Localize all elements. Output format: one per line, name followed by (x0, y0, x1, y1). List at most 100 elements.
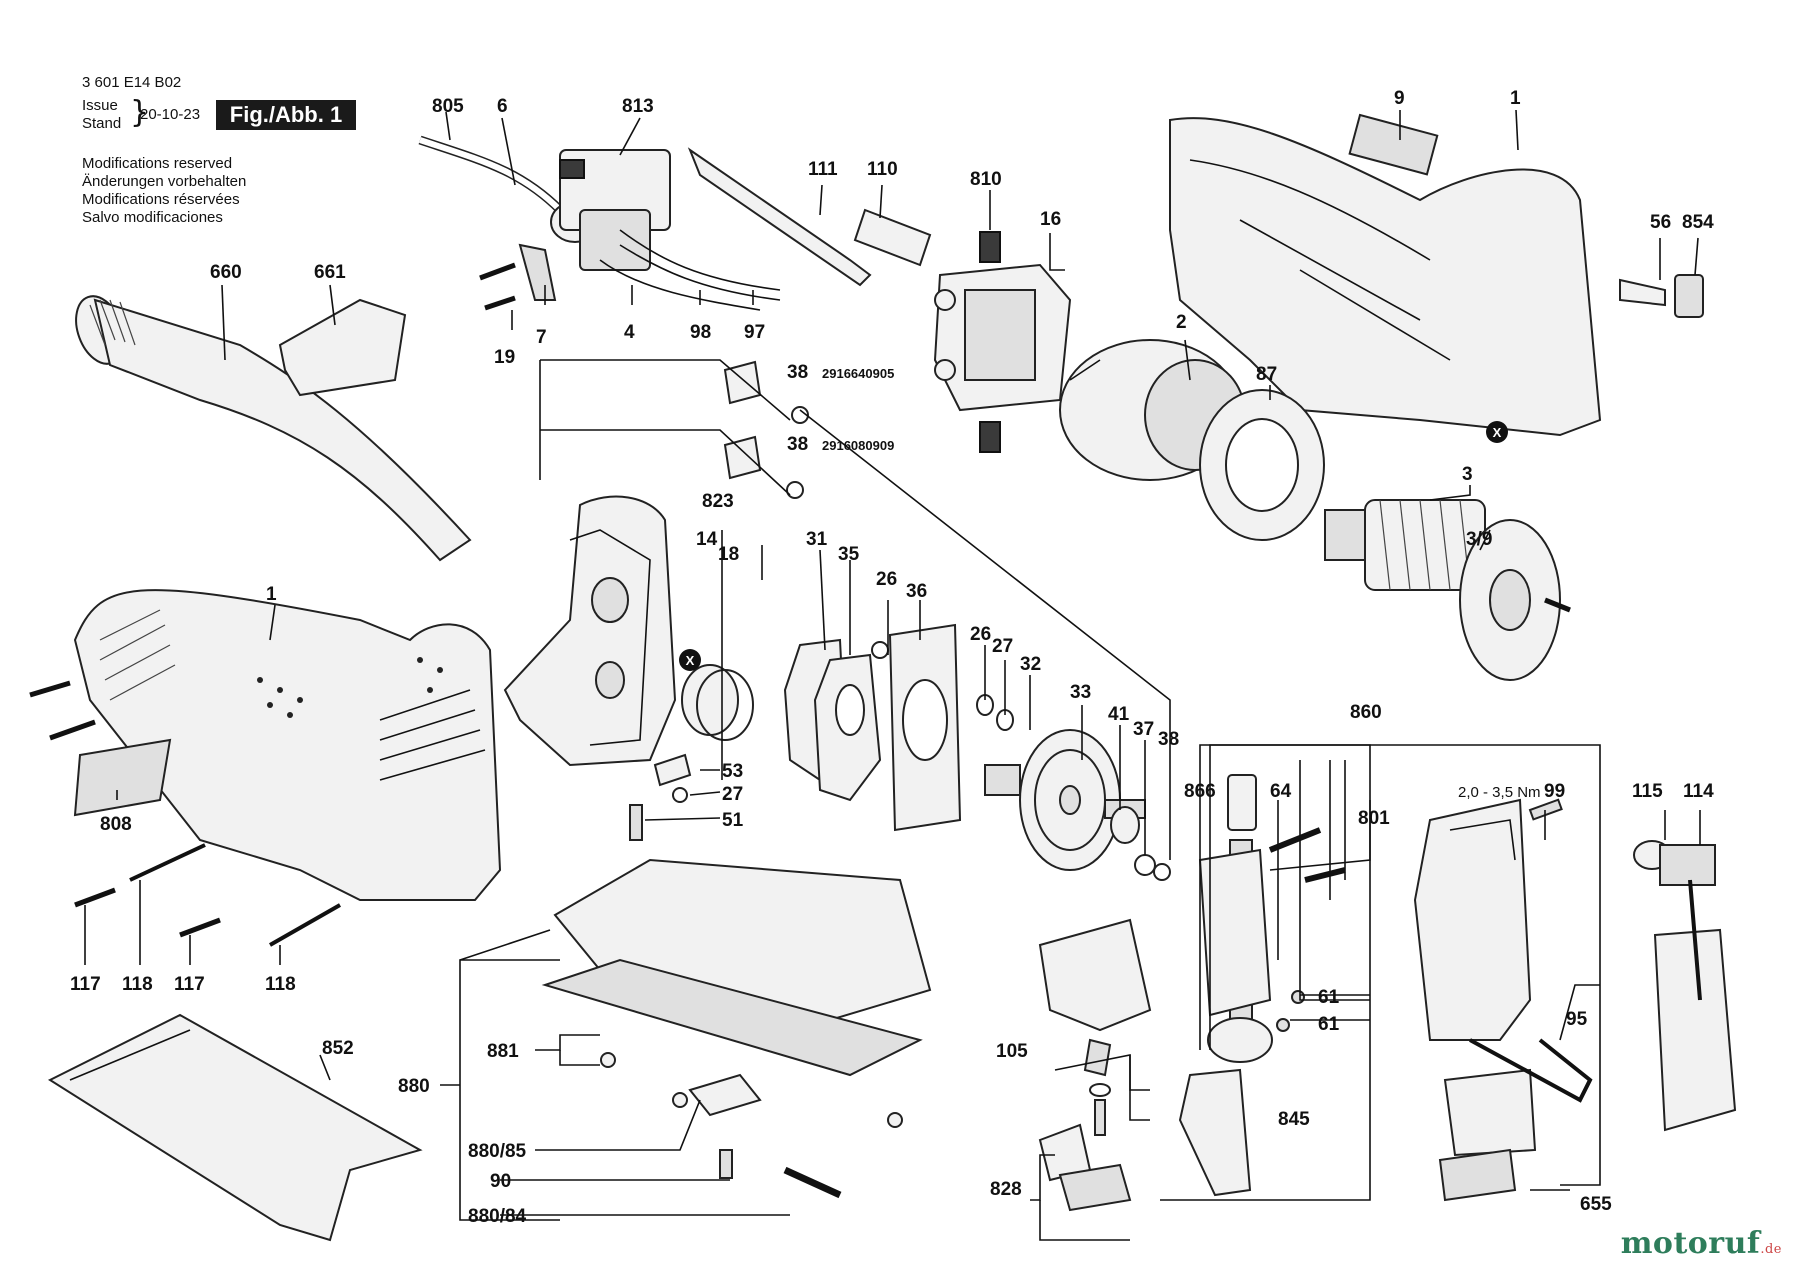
svg-text:X: X (1493, 425, 1502, 440)
suction-nozzle (75, 295, 472, 562)
lever-56-854 (1619, 274, 1704, 318)
callout-14: 14 (696, 529, 718, 550)
callout-56: 56 (1650, 212, 1671, 233)
part-number-38b: 2916080909 (822, 438, 894, 453)
callout-27b: 27 (722, 784, 743, 805)
callout-880: 880 (398, 1076, 430, 1097)
part-number-38a: 2916640905 (822, 366, 894, 381)
callout-87: 87 (1256, 364, 1277, 385)
gear-cover (1413, 798, 1563, 1041)
callout-2: 2 (1176, 312, 1187, 333)
callout-90: 90 (490, 1171, 511, 1192)
callout-828: 828 (990, 1179, 1022, 1200)
bearing-14-18 (681, 664, 754, 741)
callout-7: 7 (536, 327, 547, 348)
callout-38a: 38 (787, 362, 808, 383)
callout-813: 813 (622, 96, 654, 117)
guide-36 (871, 623, 962, 832)
modifications-notice: Modifications reserved Änderungen vorbeh… (82, 155, 246, 227)
carbon-brushes (979, 231, 1001, 453)
watermark-suffix: .de (1760, 1242, 1782, 1257)
callout-95: 95 (1566, 1009, 1588, 1030)
model-code: 3 601 E14 B02 (82, 74, 182, 91)
figure-badge: Fig./Abb. 1 (216, 100, 356, 130)
leader-lines (84, 109, 1701, 1241)
small-screws-61 (1276, 990, 1305, 1032)
callout-19: 19 (494, 347, 515, 368)
callout-105: 105 (996, 1041, 1028, 1062)
callout-99: 99 (1544, 781, 1565, 802)
callout-117a: 117 (70, 974, 101, 995)
screws-19 (479, 243, 557, 311)
callout-3-9: 3/9 (1466, 529, 1492, 550)
callout-118a: 118 (122, 974, 153, 995)
callout-35: 35 (838, 544, 860, 565)
modifications-line-de: Änderungen vorbehalten (82, 173, 247, 190)
callout-38b: 38 (787, 434, 808, 455)
blade-clamp-655 (1438, 1038, 1593, 1202)
callout-110: 110 (867, 159, 898, 180)
callout-36: 36 (906, 581, 927, 602)
screws-117-118 (29, 680, 341, 947)
slider-rail (687, 147, 872, 287)
fan-baffle (1199, 389, 1325, 541)
callout-660: 660 (210, 262, 242, 283)
guide-plates-31-35 (783, 638, 882, 802)
callout-9: 9 (1394, 88, 1405, 109)
gear-housing (503, 495, 677, 767)
issue-date: 20-10-23 (140, 106, 201, 123)
callout-854: 854 (1682, 212, 1714, 233)
callout-111: 111 (808, 159, 838, 180)
callout-64: 64 (1270, 781, 1292, 802)
led-module (1633, 840, 1737, 1132)
x-marker-right: X (1486, 421, 1508, 443)
callout-655: 655 (1580, 1194, 1612, 1215)
chip-cover (278, 298, 407, 397)
callout-860: 860 (1350, 702, 1382, 723)
callout-881: 881 (487, 1041, 519, 1062)
callout-4: 4 (624, 322, 635, 343)
switch-module (559, 149, 781, 311)
modifications-line-es: Salvo modificaciones (82, 209, 223, 226)
callout-97: 97 (744, 322, 765, 343)
callout-38c: 38 (1158, 729, 1179, 750)
housing-half-right (1169, 113, 1602, 437)
callout-53: 53 (722, 761, 743, 782)
roller-bracket (1038, 918, 1152, 1136)
watermark-brand: motoruf (1620, 1226, 1761, 1261)
callout-845: 845 (1278, 1109, 1310, 1130)
callout-880-85: 880/85 (468, 1141, 527, 1162)
callout-114: 114 (1683, 781, 1714, 802)
callout-61a: 61 (1318, 987, 1340, 1008)
washers-26-27 (976, 694, 1014, 731)
callout-801: 801 (1358, 808, 1390, 829)
callout-41: 41 (1108, 704, 1130, 725)
callout-808: 808 (100, 814, 132, 835)
roller-lever (1178, 1068, 1252, 1197)
callout-16: 16 (1040, 209, 1061, 230)
callout-98: 98 (690, 322, 711, 343)
part-828 (1038, 1123, 1132, 1212)
callout-3: 3 (1462, 464, 1473, 485)
callout-115: 115 (1632, 781, 1663, 802)
callout-823: 823 (702, 491, 734, 512)
callout-32: 32 (1020, 654, 1041, 675)
label-808 (73, 738, 172, 817)
brush-holder (933, 263, 1072, 412)
brace-symbol: } (130, 95, 150, 130)
callout-805: 805 (432, 96, 464, 117)
callout-33: 33 (1070, 682, 1091, 703)
callout-26a: 26 (876, 569, 897, 590)
callout-26b: 26 (970, 624, 991, 645)
callout-117b: 117 (174, 974, 205, 995)
svg-text:X: X (686, 653, 695, 668)
callout-810: 810 (970, 169, 1002, 190)
callout-118b: 118 (265, 974, 296, 995)
callout-1-left: 1 (266, 584, 277, 605)
torque-spec: 2,0 - 3,5 Nm (1458, 784, 1541, 801)
switch-cap (853, 208, 932, 267)
armature (1324, 499, 1571, 681)
callout-1-top: 1 (1510, 88, 1521, 109)
